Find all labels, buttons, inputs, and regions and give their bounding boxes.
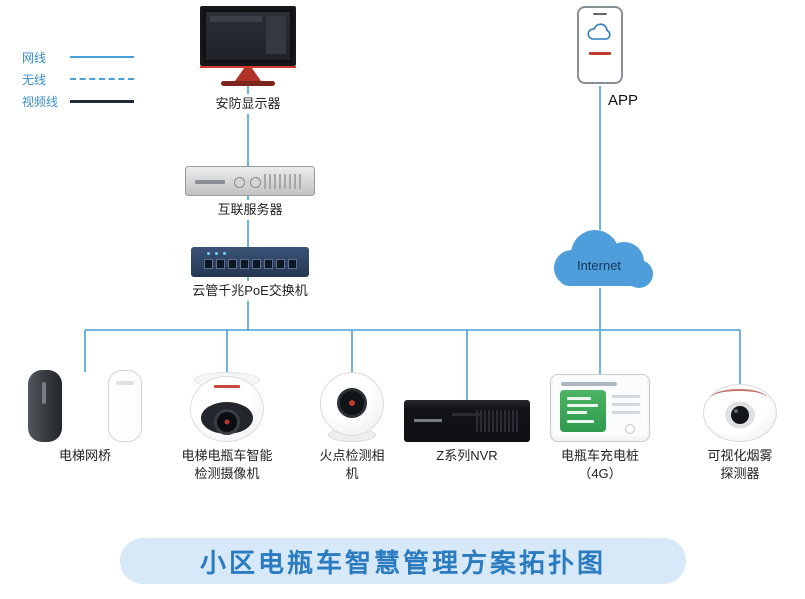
- internet-label: Internet: [577, 258, 621, 273]
- server-label: 互联服务器: [214, 200, 286, 220]
- nvr-label: Z系列NVR: [433, 446, 501, 466]
- elevator-bridge-label: 电梯网桥: [55, 446, 114, 466]
- smartphone-icon: [577, 6, 623, 84]
- fire-camera-label: 火点检测相机: [312, 446, 392, 484]
- node-fire-camera: 火点检测相机: [312, 364, 392, 484]
- cloud-logo-icon: [586, 23, 614, 48]
- legend-row-network-cable: 网线: [22, 46, 134, 68]
- legend: 网线 无线 视频线: [22, 46, 134, 112]
- legend-label-wireless: 无线: [22, 72, 47, 87]
- server-icon: [185, 166, 315, 196]
- smoke-detector-icon: [703, 384, 777, 442]
- node-smoke-detector: 可视化烟雾 探测器: [702, 364, 778, 484]
- brand-mark: [589, 52, 611, 55]
- node-app-phone: [576, 6, 624, 84]
- dome-camera-icon: [185, 372, 269, 442]
- cloud-icon: Internet: [554, 230, 653, 288]
- bridge-unit-light-icon: [108, 370, 142, 442]
- monitor-label: 安防显示器: [212, 94, 284, 114]
- nvr-icon: [404, 400, 530, 442]
- turret-camera-icon: [314, 370, 390, 442]
- charging-pile-icon: [550, 374, 650, 442]
- legend-label-video-cable: 视频线: [22, 94, 59, 109]
- node-poe-switch: 云管千兆PoE交换机: [189, 247, 311, 301]
- monitor-screen: [200, 6, 296, 66]
- legend-row-wireless: 无线: [22, 68, 134, 90]
- legend-line-network-cable: [70, 56, 134, 58]
- node-security-monitor: 安防显示器: [190, 6, 306, 114]
- node-internet-cloud: Internet: [540, 224, 660, 301]
- legend-line-wireless: [70, 78, 134, 80]
- legend-label-network-cable: 网线: [22, 50, 47, 65]
- bridge-unit-dark-icon: [28, 370, 62, 442]
- app-label: APP: [606, 92, 641, 109]
- node-elevator-camera: 电梯电瓶车智能 检测摄像机: [177, 364, 277, 484]
- monitor-icon: [200, 6, 296, 90]
- legend-row-video-cable: 视频线: [22, 90, 134, 112]
- legend-line-video-cable: [70, 99, 134, 103]
- node-nvr: Z系列NVR: [400, 364, 534, 466]
- elevator-camera-label: 电梯电瓶车智能 检测摄像机: [178, 446, 276, 484]
- node-server: 互联服务器: [183, 166, 317, 220]
- switch-icon: [191, 247, 309, 277]
- switch-label: 云管千兆PoE交换机: [189, 281, 311, 301]
- diagram-title: 小区电瓶车智慧管理方案拓扑图: [120, 538, 686, 584]
- node-elevator-bridge: 电梯网桥: [28, 364, 142, 466]
- smoke-detector-label: 可视化烟雾 探测器: [704, 446, 776, 484]
- charging-pile-label: 电瓶车充电桩 （4G）: [557, 446, 642, 484]
- node-charging-pile: 电瓶车充电桩 （4G）: [550, 364, 650, 484]
